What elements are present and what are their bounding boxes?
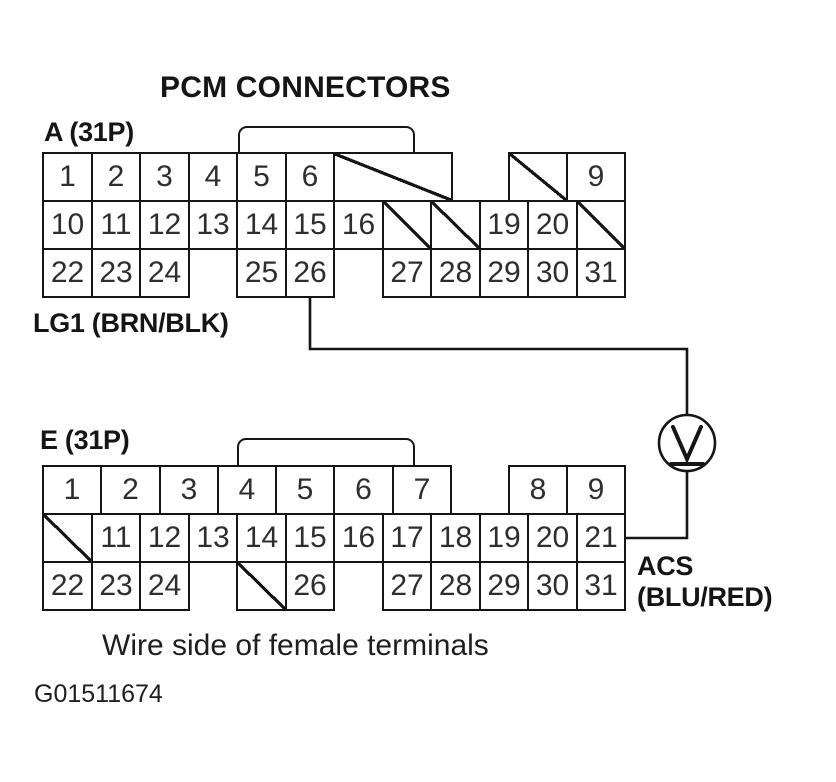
- pin-cell-blank-e: [42, 513, 93, 563]
- connector-e-key-tab: [237, 438, 415, 466]
- pin-cell-a-6: 6: [285, 152, 335, 202]
- pin-cell-e-15: 15: [285, 513, 335, 563]
- pin-cell-e-19: 19: [479, 513, 529, 563]
- pin-cell-a-2: 2: [91, 152, 141, 202]
- pin-cell-a-9: 9: [566, 152, 626, 202]
- pin-cell-a-20: 20: [527, 200, 578, 250]
- wire-label-acs-color: (BLU/RED): [637, 582, 773, 612]
- pin-cell-e-30: 30: [527, 561, 578, 611]
- pin-cell-e-11: 11: [91, 513, 141, 563]
- connector-a-label: A (31P): [44, 117, 134, 147]
- pin-cell-e-9: 9: [566, 465, 626, 515]
- pin-cell-e-21: 21: [576, 513, 626, 563]
- pin-cell-e-17: 17: [382, 513, 432, 563]
- pin-cell-a-29: 29: [479, 248, 529, 298]
- pin-cell-a-15: 15: [285, 200, 335, 250]
- pin-cell-a-25: 25: [236, 248, 287, 298]
- pin-cell-e-14: 14: [236, 513, 287, 563]
- pin-cell-a-27: 27: [382, 248, 432, 298]
- pin-cell-a-30: 30: [527, 248, 578, 298]
- pin-cell-e-29: 29: [479, 561, 529, 611]
- pin-cell-e-5: 5: [275, 465, 335, 515]
- pin-cell-a-26: 26: [285, 248, 335, 298]
- pin-cell-a-19: 19: [479, 200, 529, 250]
- pin-cell-e-24: 24: [139, 561, 190, 611]
- pin-cell-e-2: 2: [100, 465, 161, 515]
- pin-cell-e-3: 3: [159, 465, 219, 515]
- pin-cell-e-4: 4: [217, 465, 277, 515]
- pin-cell-a-3: 3: [139, 152, 190, 202]
- caption-wire-side: Wire side of female terminals: [102, 629, 489, 662]
- pin-cell-blank-e: [236, 561, 287, 611]
- wire-meter-to-e21: [626, 471, 689, 540]
- pin-cell-e-1: 1: [42, 465, 102, 515]
- pin-cell-a-11: 11: [91, 200, 141, 250]
- wire-label-lg1: LG1 (BRN/BLK): [33, 308, 229, 338]
- pin-cell-a-12: 12: [139, 200, 190, 250]
- wire-label-acs-name: ACS: [637, 551, 694, 581]
- pin-cell-a-31: 31: [576, 248, 626, 298]
- pin-cell-a-5: 5: [236, 152, 287, 202]
- pin-cell-e-31: 31: [576, 561, 626, 611]
- pin-cell-a-28: 28: [430, 248, 481, 298]
- pin-cell-e-12: 12: [139, 513, 190, 563]
- pin-cell-e-22: 22: [42, 561, 93, 611]
- pin-cell-e-8: 8: [508, 465, 568, 515]
- pin-cell-e-13: 13: [188, 513, 238, 563]
- pin-cell-blank-a: [430, 200, 481, 250]
- wire-a26-to-meter: [308, 296, 689, 415]
- pin-cell-a-4: 4: [188, 152, 238, 202]
- connector-a-key-tab: [238, 126, 415, 153]
- pin-cell-a-22: 22: [42, 248, 93, 298]
- pin-cell-blank-a: [576, 200, 626, 250]
- pin-cell-a-16: 16: [333, 200, 384, 250]
- pin-cell-e-7: 7: [392, 465, 452, 515]
- pin-cell-a-24: 24: [139, 248, 190, 298]
- pin-cell-blank-a: [333, 152, 453, 202]
- pin-cell-a-10: 10: [42, 200, 93, 250]
- pin-cell-a-14: 14: [236, 200, 287, 250]
- pin-cell-e-18: 18: [430, 513, 481, 563]
- pin-cell-e-28: 28: [430, 561, 481, 611]
- pin-cell-e-16: 16: [333, 513, 384, 563]
- pin-cell-e-27: 27: [382, 561, 432, 611]
- pin-cell-e-20: 20: [527, 513, 578, 563]
- pin-cell-a-23: 23: [91, 248, 141, 298]
- pin-cell-a-1: 1: [42, 152, 93, 202]
- pin-cell-e-26: 26: [285, 561, 335, 611]
- pin-cell-blank-a: [382, 200, 432, 250]
- wire-label-acs: ACS (BLU/RED): [637, 551, 773, 613]
- pin-cell-e-6: 6: [333, 465, 394, 515]
- diagram-title: PCM CONNECTORS: [160, 71, 451, 104]
- pin-cell-a-13: 13: [188, 200, 238, 250]
- connector-e-label: E (31P): [40, 425, 130, 455]
- pin-cell-blank-a: [508, 152, 568, 202]
- pin-cell-e-23: 23: [91, 561, 141, 611]
- figure-code: G01511674: [34, 680, 163, 708]
- voltmeter-icon: [657, 413, 717, 473]
